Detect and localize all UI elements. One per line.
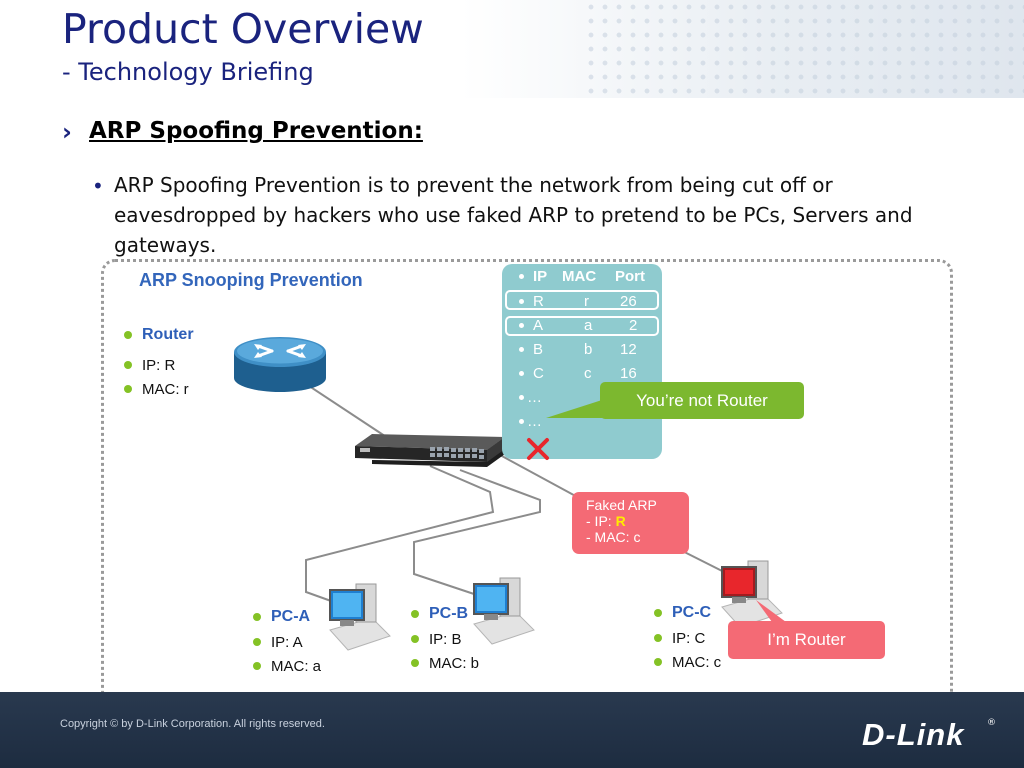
callout-pointer (546, 400, 602, 418)
row-ip: R (533, 293, 544, 310)
table-bullet-icon (519, 371, 524, 376)
bullet-icon: • (92, 174, 104, 198)
row-ip: C (533, 365, 544, 382)
faked-arp-title: Faked ARP (586, 497, 657, 513)
table-bullet-icon (519, 299, 524, 304)
pc-a-icon (329, 583, 391, 651)
copyright-text: Copyright © by D-Link Corporation. All r… (60, 718, 325, 730)
faked-arp-mac: - MAC: c (586, 529, 641, 545)
row-port: 26 (620, 293, 637, 310)
row-mac: a (584, 317, 593, 334)
pc-b-mac: MAC: b (429, 655, 480, 672)
pc-c-mac-bullet-icon (654, 658, 662, 666)
router-icon (234, 337, 326, 392)
faked-arp-box: Faked ARP - IP: R - MAC: c (572, 492, 689, 554)
footer-bar (0, 692, 1024, 768)
page-title: Product Overview (62, 5, 424, 53)
blocked-x-icon (527, 438, 549, 460)
router-mac: MAC: r (142, 381, 189, 398)
router-name: Router (142, 326, 194, 343)
pc-c-ip-bullet-icon (654, 634, 662, 642)
row-ip: B (533, 341, 544, 358)
router-bullet-icon (124, 331, 132, 339)
faked-arp-ip-value: R (615, 513, 626, 529)
pc-c-bullet-icon (654, 609, 662, 617)
faked-arp-ip-prefix: - IP: (586, 513, 616, 529)
pc-b-name: PC-B (429, 605, 469, 622)
pc-b-mac-bullet-icon (411, 659, 419, 667)
header-mac: MAC (562, 268, 597, 285)
router-ip: IP: R (142, 357, 176, 374)
row-port: 2 (629, 317, 638, 334)
row-mac: r (584, 293, 589, 310)
row-ip: A (533, 317, 544, 334)
row-highlight-a (505, 316, 659, 336)
pc-b-bullet-icon (411, 610, 419, 618)
pc-a-name: PC-A (271, 608, 311, 625)
callout-pointer (756, 600, 786, 622)
callout-not-router: You’re not Router (600, 382, 804, 419)
pc-c-icon (721, 560, 783, 628)
table-bullet-icon (519, 323, 524, 328)
row-port: 12 (620, 341, 637, 358)
pc-c-ip: IP: C (672, 630, 706, 647)
row-mac: b (584, 341, 593, 358)
router-ip-bullet-icon (124, 361, 132, 369)
dlink-logo: D-Link (862, 717, 965, 752)
switch-ports (430, 447, 484, 459)
section-description: ARP Spoofing Prevention is to prevent th… (114, 173, 913, 257)
row-mac: c (584, 365, 592, 382)
row-ip: … (527, 413, 542, 430)
pc-a-mac-bullet-icon (253, 662, 261, 670)
router-mac-bullet-icon (124, 385, 132, 393)
registered-mark: ® (987, 718, 996, 728)
row-port: 16 (620, 365, 637, 382)
section-heading: ARP Spoofing Prevention: (89, 118, 423, 144)
row-ip: … (527, 389, 542, 406)
diagram-title: ARP Snooping Prevention (139, 270, 363, 290)
switch-icon (355, 434, 505, 467)
table-bullet-icon (519, 395, 524, 400)
pc-a-ip: IP: A (271, 634, 303, 651)
table-bullet-icon (519, 274, 524, 279)
pc-b-ip-bullet-icon (411, 635, 419, 643)
table-bullet-icon (519, 347, 524, 352)
table-bullet-icon (519, 419, 524, 424)
pc-c-mac: MAC: c (672, 654, 722, 671)
section-arrow-icon: › (62, 118, 72, 146)
pc-a-ip-bullet-icon (253, 638, 261, 646)
pc-c-name: PC-C (672, 604, 712, 621)
pc-a-mac: MAC: a (271, 658, 322, 675)
pc-a-bullet-icon (253, 613, 261, 621)
arp-table-panel (502, 264, 662, 459)
pc-b-icon (473, 577, 535, 645)
faked-arp-ip: - IP: R (586, 513, 689, 529)
header-dot-pattern (584, 0, 1024, 98)
header-ip: IP (533, 268, 548, 285)
pc-b-ip: IP: B (429, 631, 462, 648)
callout-im-router: I’m Router (728, 621, 885, 659)
header-port: Port (615, 268, 645, 285)
row-highlight-r (505, 290, 659, 310)
page-subtitle: - Technology Briefing (62, 58, 314, 86)
